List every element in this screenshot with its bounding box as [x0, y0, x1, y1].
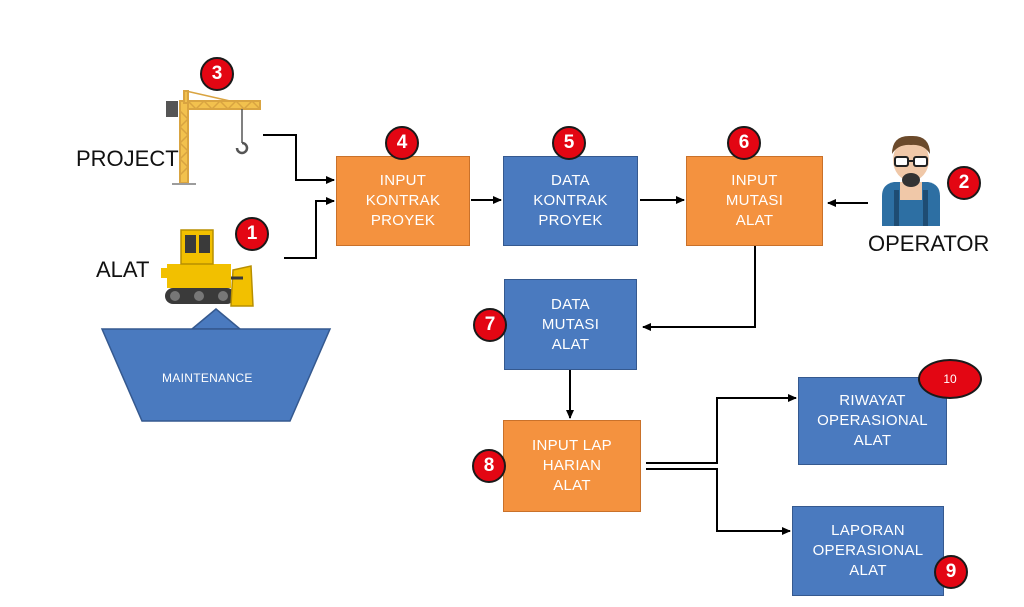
arrow-input-lap-to-laporan	[646, 468, 791, 535]
input-lap-harian-alat-box: INPUT LAP HARIAN ALAT	[503, 420, 641, 512]
step-badge-8: 8	[472, 449, 506, 483]
step-badge-9: 9	[934, 555, 968, 589]
step-badge-7: 7	[473, 308, 507, 342]
step-badge-2: 2	[947, 166, 981, 200]
operator-label: OPERATOR	[868, 231, 990, 256]
arrow-input-mutasi-to-data-mutasi	[642, 246, 756, 331]
step-badge-4: 4	[385, 126, 419, 160]
step-badge-5: 5	[552, 126, 586, 160]
laporan-operasional-alat-box: LAPORAN OPERASIONAL ALAT	[792, 506, 944, 596]
input-mutasi-alat-box: INPUT MUTASI ALAT	[686, 156, 823, 246]
maintenance-block	[100, 308, 332, 422]
data-kontrak-proyek-box: DATA KONTRAK PROYEK	[503, 156, 638, 246]
maintenance-label: MAINTENANCE	[162, 371, 253, 385]
arrow-alat-to-input-kontrak	[284, 197, 335, 259]
project-label: PROJECT	[76, 146, 179, 171]
arrow-project-to-input-kontrak	[263, 134, 335, 184]
crane-icon	[166, 90, 261, 185]
step-badge-1: 1	[235, 217, 269, 251]
step-badge-10: 10	[918, 359, 982, 399]
arrow-input-lap-to-riwayat	[646, 394, 797, 464]
bulldozer-icon	[161, 229, 254, 307]
step-badge-6: 6	[727, 126, 761, 160]
riwayat-operasional-alat-box: RIWAYAT OPERASIONAL ALAT	[798, 377, 947, 465]
alat-label: ALAT	[96, 257, 150, 282]
operator-person-icon	[882, 135, 940, 226]
input-kontrak-proyek-box: INPUT KONTRAK PROYEK	[336, 156, 470, 246]
step-badge-3: 3	[200, 57, 234, 91]
data-mutasi-alat-box: DATA MUTASI ALAT	[504, 279, 637, 370]
